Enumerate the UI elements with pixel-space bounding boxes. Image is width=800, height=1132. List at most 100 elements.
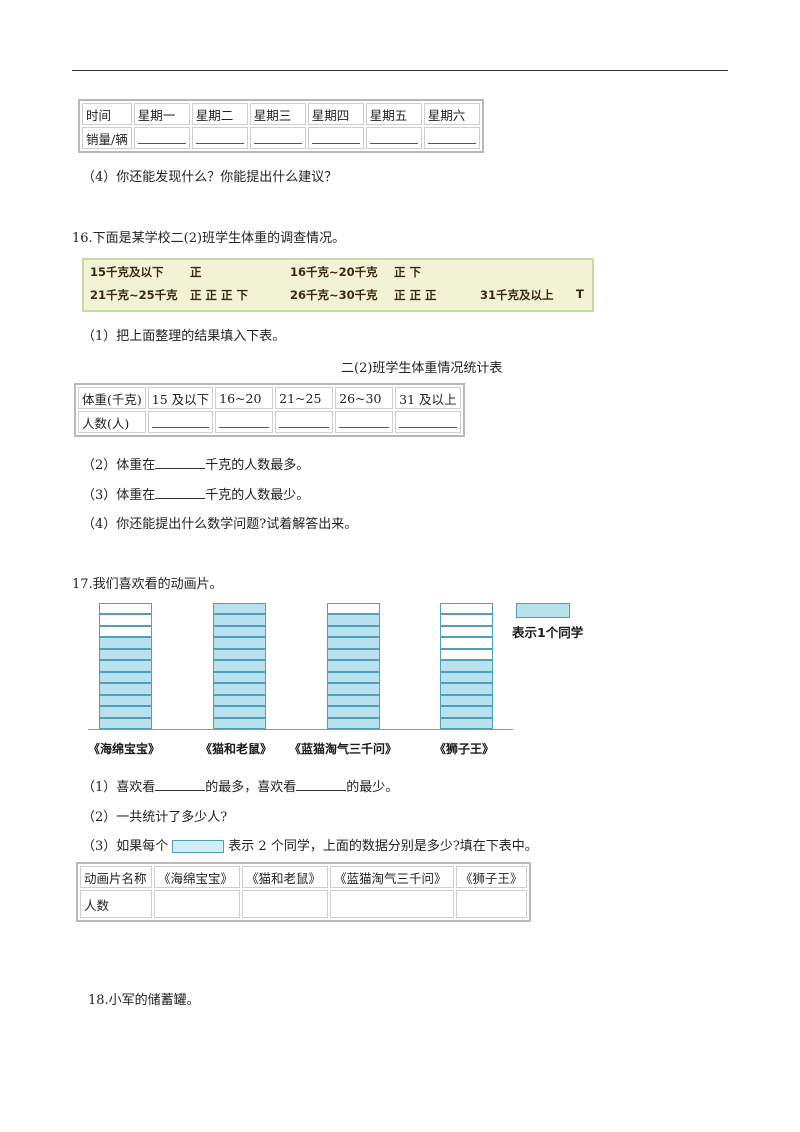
table-header-row: 时间 星期一 星期二 星期三 星期四 星期五 星期六 — [82, 103, 480, 125]
answer-blank[interactable] — [296, 778, 347, 791]
answer-blank[interactable] — [155, 486, 206, 499]
question-text: （3）体重在 — [82, 488, 156, 503]
pictograph-cell-filled — [327, 648, 380, 661]
pictograph-cell-filled — [327, 706, 380, 718]
weight-table: 体重(千克) 15 及以下 16~20 21~25 26~30 31 及以上 人… — [74, 383, 465, 437]
table-header-row: 体重(千克) 15 及以下 16~20 21~25 26~30 31 及以上 — [78, 387, 461, 409]
pictograph-cell-filled — [327, 671, 380, 684]
answer-blank[interactable] — [133, 127, 190, 149]
answer-blank[interactable] — [365, 127, 422, 149]
cartoon-label: 《海绵宝宝》 — [88, 742, 161, 756]
answer-cell[interactable] — [456, 890, 527, 918]
answer-blank[interactable] — [249, 127, 306, 149]
answer-blank[interactable] — [147, 411, 214, 433]
answer-blank[interactable] — [307, 127, 364, 149]
answer-blank[interactable] — [423, 127, 480, 149]
pictograph-cell-filled — [327, 614, 380, 626]
sales-table: 时间 星期一 星期二 星期三 星期四 星期五 星期六 销量/辆 — [78, 99, 484, 153]
question-16-title: 16.下面是某学校二(2)班学生体重的调查情况。 — [72, 231, 346, 246]
cartoon-label: 《猫和老鼠》 — [200, 742, 273, 756]
table-row: 销量/辆 — [82, 127, 480, 149]
pictograph-cell-empty — [99, 603, 152, 615]
unit-swatch — [172, 840, 225, 853]
table-header-cell: 16~20 — [215, 387, 274, 409]
pictograph-cell-filled — [440, 671, 493, 684]
table-header-row: 动画片名称 《海绵宝宝》 《猫和老鼠》 《蓝猫淘气三千问》 《狮子王》 — [80, 866, 527, 888]
answer-cell[interactable] — [242, 890, 328, 918]
pictograph-cell-filled — [327, 717, 380, 729]
answer-blank[interactable] — [215, 411, 274, 433]
question-16-1: （1）把上面整理的结果填入下表。 — [82, 329, 286, 344]
question-text: 千克的人数最多。 — [205, 458, 310, 473]
table-header-cell: 15 及以下 — [147, 387, 214, 409]
question-17-2: （2）一共统计了多少人? — [82, 810, 228, 825]
pictograph-cell-filled — [327, 683, 380, 695]
question-16-3: （3）体重在千克的人数最少。 — [82, 484, 309, 503]
pictograph-cell-empty — [440, 648, 493, 661]
table-header-cell: 《海绵宝宝》 — [154, 866, 240, 888]
question-text: （2）体重在 — [82, 458, 156, 473]
pictograph-cell-empty — [99, 625, 152, 638]
pictograph-cell-filled — [327, 694, 380, 707]
question-text: 表示 2 个同学，上面的数据分别是多少?填在下表中。 — [228, 839, 538, 854]
pictograph-cell-filled — [99, 648, 152, 661]
tally-label: 31千克及以上 — [480, 288, 554, 302]
pictograph-cell-filled — [213, 637, 266, 649]
table-header-cell: 星期三 — [249, 103, 306, 125]
question-text: （1）喜欢看 — [82, 780, 156, 795]
answer-blank[interactable] — [191, 127, 248, 149]
pictograph-cell-filled — [213, 603, 266, 615]
row-label: 人数(人) — [78, 411, 146, 433]
pictograph-cell-filled — [440, 694, 493, 707]
pictograph-cell-filled — [327, 625, 380, 638]
pictograph-cell-filled — [213, 625, 266, 638]
table-header-cell: 星期二 — [191, 103, 248, 125]
pictograph-column — [327, 603, 380, 729]
pictograph-cell-filled — [213, 660, 266, 672]
tally-label: 16千克~20千克 — [290, 265, 378, 279]
answer-blank[interactable] — [275, 411, 334, 433]
cartoon-label: 《狮子王》 — [434, 742, 495, 756]
table-row: 人数 — [80, 890, 527, 918]
pictograph-cell-empty — [440, 625, 493, 638]
pictograph-cell-filled — [213, 614, 266, 626]
pictograph-column — [99, 603, 152, 729]
pictograph-cell-filled — [440, 683, 493, 695]
tally-image: 15千克及以下 正 16千克~20千克 正 下 21千克~25千克 正 正 正 … — [82, 258, 594, 312]
table-header-cell: 星期五 — [365, 103, 422, 125]
answer-blank[interactable] — [395, 411, 461, 433]
pictograph-cell-empty — [327, 603, 380, 615]
answer-blank[interactable] — [335, 411, 394, 433]
header-rule — [72, 70, 728, 71]
pictograph-cell-filled — [327, 660, 380, 672]
pictograph-column — [440, 603, 493, 729]
pictograph-cell-filled — [99, 717, 152, 729]
question-16-2: （2）体重在 千克的人数最多。 — [82, 454, 309, 473]
pictograph-cell-filled — [99, 694, 152, 707]
answer-blank[interactable] — [155, 778, 206, 791]
pictograph-cell-filled — [99, 706, 152, 718]
table-header-cell: 体重(千克) — [78, 387, 146, 409]
table-header-cell: 时间 — [82, 103, 132, 125]
pictograph-cell-filled — [440, 717, 493, 729]
tally-marks: T — [576, 287, 584, 301]
question-17-title: 17.我们喜欢看的动画片。 — [72, 577, 223, 592]
answer-cell[interactable] — [330, 890, 454, 918]
pictograph-cell-filled — [213, 717, 266, 729]
question-15-4: （4）你还能发现什么？你能提出什么建议？ — [82, 170, 338, 185]
pictograph-cell-filled — [99, 637, 152, 649]
table-header-cell: 31 及以上 — [395, 387, 461, 409]
pictograph-cell-filled — [440, 660, 493, 672]
table-header-cell: 动画片名称 — [80, 866, 152, 888]
table-header-cell: 《蓝猫淘气三千问》 — [330, 866, 454, 888]
pictograph-cell-filled — [213, 683, 266, 695]
pictograph-cell-empty — [440, 614, 493, 626]
question-text: （3）如果每个 — [82, 839, 169, 854]
answer-blank[interactable] — [155, 456, 206, 469]
table-header-cell: 26~30 — [335, 387, 394, 409]
pictograph-cell-empty — [440, 603, 493, 615]
table-header-cell: 《猫和老鼠》 — [242, 866, 328, 888]
answer-cell[interactable] — [154, 890, 240, 918]
table-header-cell: 21~25 — [275, 387, 334, 409]
row-label: 销量/辆 — [82, 127, 132, 149]
